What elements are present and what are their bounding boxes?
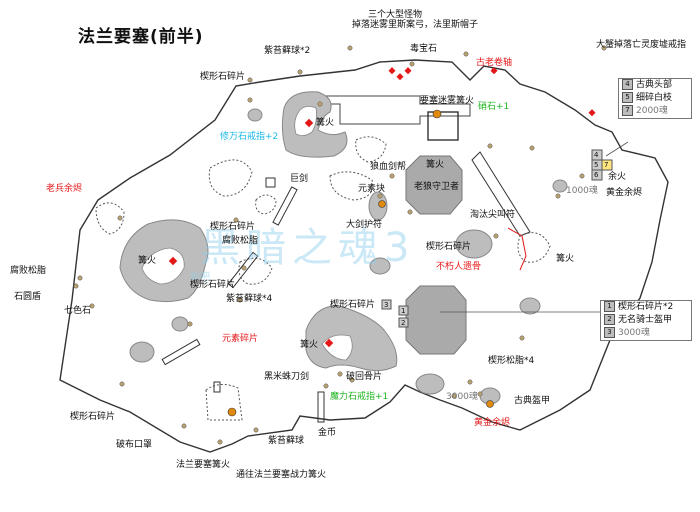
label-red-left: 老兵余烬 [46,184,83,194]
label-big-lantern: 楔形石碎片 [70,412,116,422]
page-title: 法兰要塞(前半) [78,27,204,47]
label-wolf-ring: 楔形石碎片 [426,242,472,252]
label-south-sub: 通往法兰要塞战力篝火 [236,470,327,480]
label-abyss-scroll: 要塞迷雾篝火 [420,96,475,106]
boss-arena-lower [405,285,467,355]
label-back-relic: 破回骨片 [346,372,383,382]
label-yellow-lantern: 黄金余烬 [606,188,643,198]
rock-small-5 [368,191,388,221]
legend-text: 古典头部 [636,80,673,90]
rock-small-2 [552,179,568,193]
label-fire-cross: 淘汰尖叫符 [470,210,516,220]
label-south-bonfire: 法兰要塞篝火 [176,460,231,470]
label-left-2: 石圆盾 [14,292,42,302]
map-outline [59,59,669,453]
rock-small-6 [455,229,493,259]
label-silver: 金币 [318,428,337,438]
legend-number: 2 [604,314,615,325]
rock-small-3 [171,316,189,332]
label-left-3: 七色石 [64,306,92,316]
label-gold-3000: 3000魂 [446,392,478,402]
legend-number: 4 [622,79,633,90]
label-bonfire-4: 篝火 [556,254,575,264]
rock-small-4 [129,341,155,363]
label-shield: 大剑护符 [346,220,383,230]
label-red-elemental: 元素碎片 [222,334,259,344]
watermark-small: 贴吧 [190,272,210,283]
label-left-1: 腐败松脂 [10,266,47,276]
label-ring-red1: 不朽人遗骨 [436,262,482,272]
legend-number: 5 [622,92,633,103]
label-gold-bonfire: 黄金余烬 [474,418,511,428]
label-big-ball: 大蟹掉落亡灵废墟戒指 [596,40,687,50]
upper-corridor [319,95,471,125]
label-gold-1000: 1000魂 [566,186,598,196]
legend-text: 3000魂 [618,328,650,338]
watermark: 黑暗之魂3 [200,225,416,271]
boss-arena-center [405,155,463,215]
legend-number: 7 [622,105,633,116]
label-cyan-item: 修万石戒指+2 [220,132,279,142]
mark-1: 1 [401,307,406,315]
legend-number: 3 [604,327,615,338]
label-rotten: 腐败松脂 [222,236,259,246]
mark-2: 2 [401,319,406,327]
label-crystal-soul: 紫苔藓球*2 [264,46,311,56]
legend-number: 1 [604,301,615,312]
label-cliff: 楔形石碎片 [210,222,256,232]
label-twin: 楔形石碎片 [190,280,236,290]
label-south-door: 破布口罩 [116,440,153,450]
mark-4: 4 [594,151,599,159]
mark-7: 7 [604,161,609,169]
mark-3: 3 [384,301,389,309]
label-bonfire-1: 篝火 [316,118,335,128]
label-mid-right1: 楔形松脂*4 [488,356,535,366]
label-bonfire-3: 篝火 [300,340,319,350]
upper-room [427,111,459,141]
label-fire-stone: 硝石+1 [478,102,510,112]
label-lever: 巨剑 [290,174,309,184]
mark-5: 5 [594,161,599,169]
rock-cluster-lower [305,305,398,372]
right-corridor [471,151,531,237]
label-bonfire-2: 篝火 [138,256,157,266]
label-old-wolf: 古老卷轴 [476,58,513,68]
label-heroic: 元素块 [358,184,386,194]
label-mid-bonfire: 楔形石碎片 [330,300,376,310]
label-green-ring: 魔力石戒指+1 [330,392,389,402]
legend-text: 细碎白枝 [636,93,673,103]
label-three-big-traps: 三个大型怪物 [368,10,423,20]
label-purple-south: 紫苔藓球 [268,436,305,446]
rock-small-10 [519,297,541,315]
crate [265,177,276,188]
label-knight-sub: 狼血剑帮 [370,162,407,172]
label-heavy-sword: 黑米蛛刀剑 [264,372,310,382]
rock-small-1 [247,108,263,122]
label-chest-stone: 毒宝石 [410,44,438,54]
mark-6: 6 [594,171,599,179]
label-bonfire-center: 篝火 [426,160,445,170]
legend-text: 2000魂 [636,106,668,116]
label-right-ember: 余火 [608,172,627,182]
rock-small-7 [369,257,391,275]
label-knight-name: 老狼守卫者 [414,182,460,192]
label-twinkling: 楔形石碎片 [200,72,246,82]
rock-small-8 [415,373,445,395]
legend-text: 无名骑士盔甲 [618,315,673,325]
label-heavy-gem: 古典盔甲 [514,396,551,406]
label-pendant-sub: 掉落迷雾里斯案弓，法里斯帽子 [352,20,479,30]
label-purple-moss: 紫苔藓球*4 [226,294,273,304]
legend-text: 楔形石碎片*2 [618,302,674,312]
